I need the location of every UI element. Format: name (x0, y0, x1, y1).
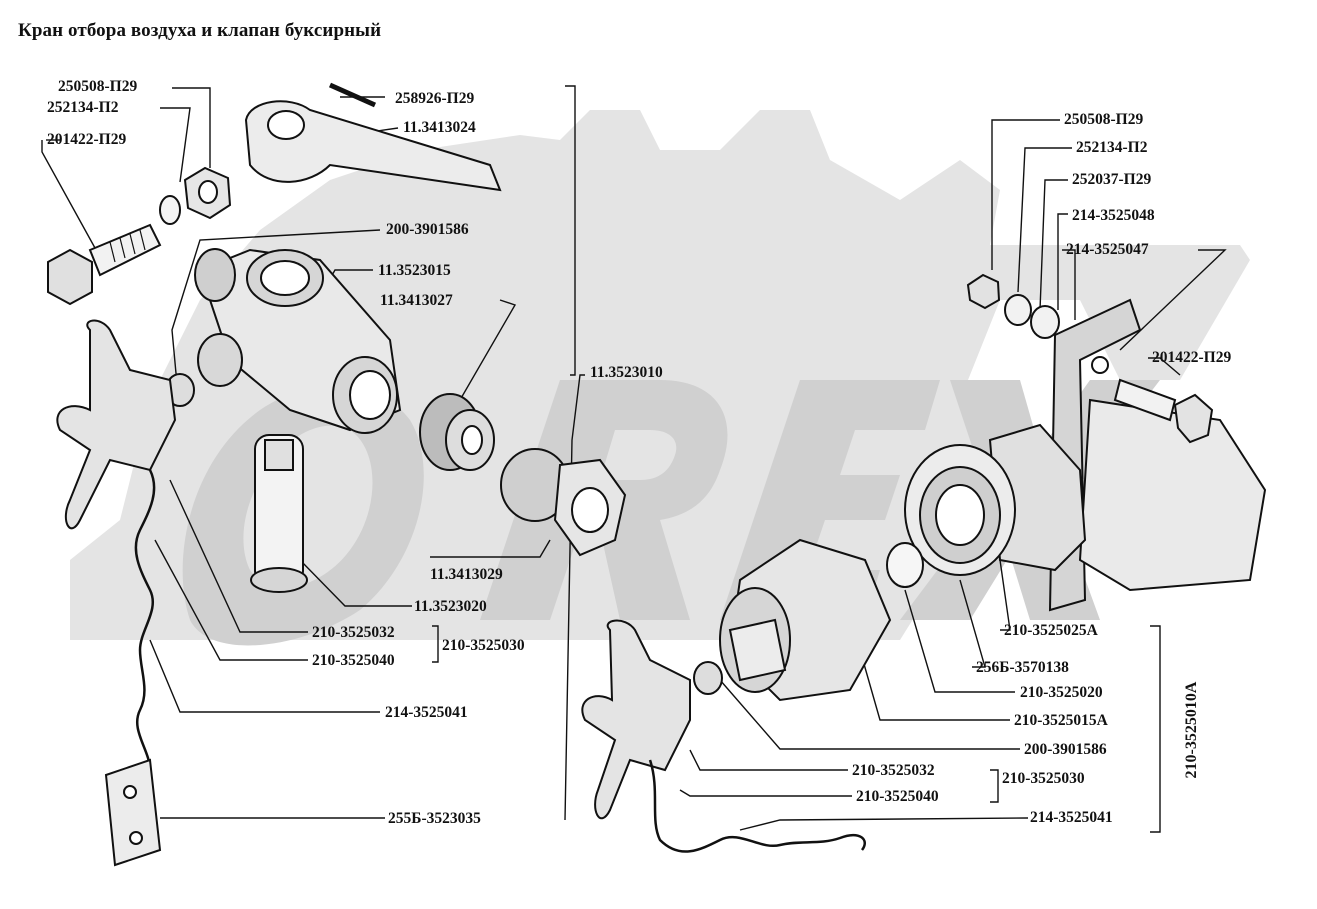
parts (47, 82, 1267, 867)
chain-right-icon (648, 759, 866, 853)
right-nut-icon (966, 273, 1001, 310)
label-256b-3570138: 256Б-3570138 (976, 659, 1069, 676)
label-210-3525020: 210-3525020 (1020, 684, 1103, 701)
label-11-3413027: 11.3413027 (380, 292, 453, 309)
right-washer-icon (1004, 294, 1032, 326)
label-210-3525015a: 210-3525015А (1014, 712, 1108, 729)
right-bolt-icon (1113, 378, 1214, 444)
small-nut-icon (693, 661, 723, 695)
label-210-3525040-right: 210-3525040 (856, 788, 939, 805)
label-214-3525041-right: 214-3525041 (1030, 809, 1113, 826)
seal-ring-icon (886, 542, 924, 588)
label-11-3523015: 11.3523015 (378, 262, 451, 279)
label-255b-3523035: 255Б-3523035 (388, 810, 481, 827)
label-210-3525030-left: 210-3525030 (442, 637, 525, 654)
label-201422-right: 201422-П29 (1152, 349, 1232, 366)
page-title: Кран отбора воздуха и клапан буксирный (18, 20, 382, 41)
label-201422-left: 201422-П29 (47, 131, 127, 148)
chain-icon (134, 469, 156, 771)
wing-handle-icon (56, 319, 177, 530)
spindle-icon (250, 434, 308, 593)
label-210-3525025a: 210-3525025А (1004, 622, 1098, 639)
label-214-3525048: 214-3525048 (1072, 207, 1155, 224)
label-210-3525032-right: 210-3525032 (852, 762, 935, 779)
label-210-3525010a-vertical: 210-3525010А (1183, 681, 1200, 779)
washer-icon (159, 195, 181, 225)
label-252134-left: 252134-П2 (47, 99, 119, 116)
label-252037: 252037-П29 (1072, 171, 1152, 188)
label-210-3525040-left: 210-3525040 (312, 652, 395, 669)
union-fitting-icon (500, 448, 627, 557)
label-252134-right: 252134-П2 (1076, 139, 1148, 156)
hex-cap-icon (719, 538, 892, 702)
tag-plate-icon (104, 758, 162, 867)
label-200-3901586-bottom: 200-3901586 (1024, 741, 1107, 758)
label-250508-left: 250508-П29 (58, 78, 138, 95)
label-214-3525047: 214-3525047 (1066, 241, 1149, 258)
right-washer2-icon (1030, 305, 1060, 339)
label-210-3525032-left: 210-3525032 (312, 624, 395, 641)
wing-handle-right-icon (581, 619, 691, 820)
bolt-icon (47, 223, 162, 306)
label-214-3525041-left: 214-3525041 (385, 704, 468, 721)
label-11-3413029: 11.3413029 (430, 566, 503, 583)
label-11-3413024: 11.3413024 (403, 119, 476, 136)
label-11-3523020: 11.3523020 (414, 598, 487, 615)
sleeve-icon (419, 393, 495, 471)
lever-icon (244, 82, 502, 192)
label-258926: 258926-П29 (395, 90, 475, 107)
label-200-3901586-top: 200-3901586 (386, 221, 469, 238)
label-210-3525030-right: 210-3525030 (1002, 770, 1085, 787)
nut-icon (183, 166, 232, 220)
label-250508-right: 250508-П29 (1064, 111, 1144, 128)
valve-housing-icon (904, 423, 1087, 576)
valve-body-icon (194, 248, 402, 434)
label-11-3523010: 11.3523010 (590, 364, 663, 381)
